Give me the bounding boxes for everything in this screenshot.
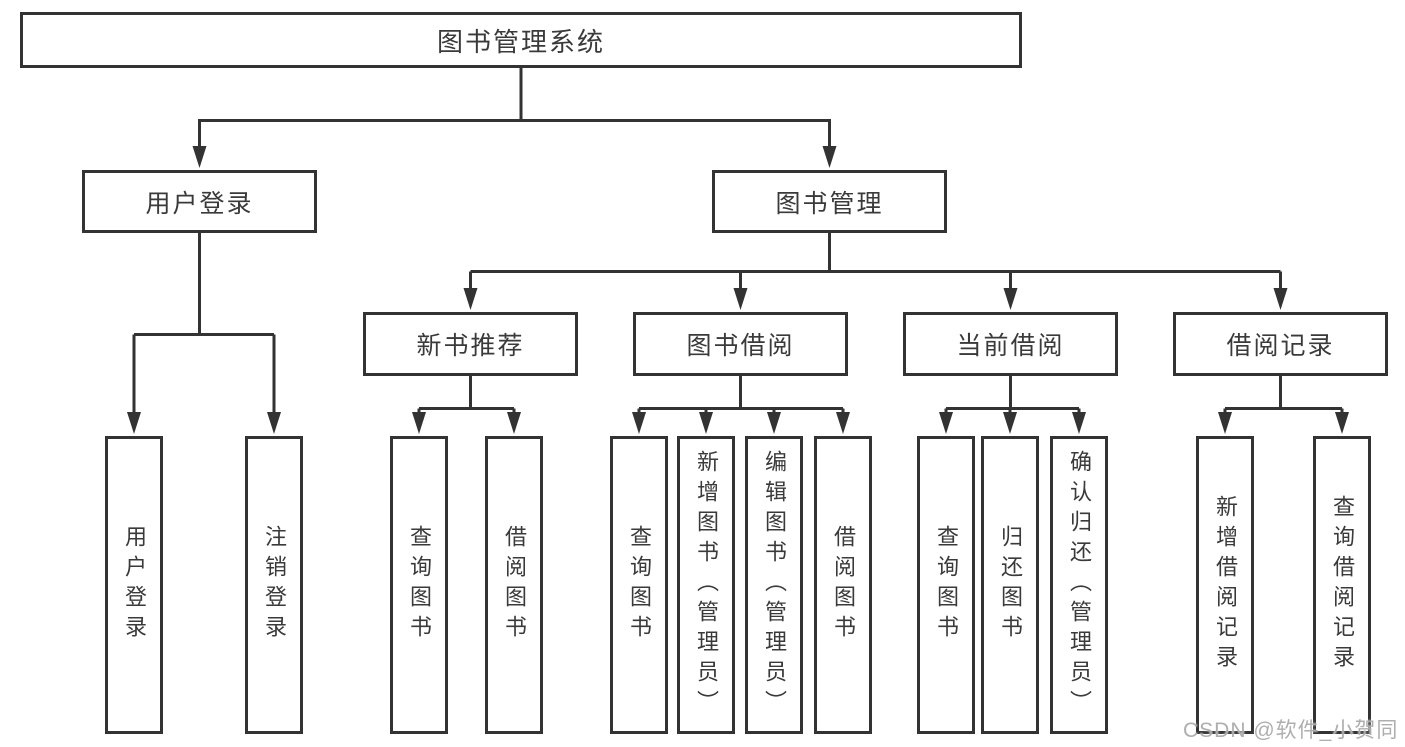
connector-recommend-to-leaves: [412, 374, 521, 434]
arrowhead: [1335, 412, 1349, 434]
arrowhead: [192, 146, 207, 168]
node-book-management: 图书管理: [712, 170, 947, 233]
connector-current-to-leaves: [939, 374, 1086, 434]
node-new-book-recommend-label: 新书推荐: [416, 332, 525, 360]
arrowhead: [699, 412, 713, 434]
arrowhead: [733, 288, 748, 310]
arrowhead: [1072, 412, 1086, 434]
leaf-records-query-record: 查询借阅记录: [1313, 436, 1371, 734]
leaf-recommend-borrow-books: 借阅图书: [485, 436, 543, 734]
node-current-borrow: 当前借阅: [903, 312, 1118, 376]
leaf-recommend-query-books: 查询图书: [390, 436, 448, 734]
leaf-current-query-books: 查询图书: [917, 436, 975, 734]
node-book-management-label: 图书管理: [775, 189, 884, 218]
leaf-user-login: 用户登录: [105, 436, 163, 734]
connector-management-to-level3: [463, 231, 1288, 310]
arrowhead: [412, 412, 426, 434]
arrowhead: [127, 412, 141, 434]
leaf-borrow-borrow-books: 借阅图书: [814, 436, 872, 734]
arrowhead: [1273, 288, 1288, 310]
arrowhead: [1003, 288, 1018, 310]
arrowhead: [267, 412, 281, 434]
node-user-login-label: 用户登录: [145, 189, 254, 218]
leaf-current-return-books: 归还图书: [981, 436, 1039, 734]
node-current-borrow-label: 当前借阅: [956, 332, 1065, 360]
leaf-borrow-query-books: 查询图书: [610, 436, 668, 734]
leaf-records-add-record: 新增借阅记录: [1196, 436, 1254, 734]
leaf-current-confirm-return-admin: 确认归还（管理员）: [1050, 436, 1108, 734]
arrowhead: [767, 412, 781, 434]
arrowhead: [822, 146, 837, 168]
connector-login-to-leaves: [127, 231, 281, 434]
leaf-logout: 注销登录: [245, 436, 303, 734]
arrowhead: [939, 412, 953, 434]
node-borrow-records: 借阅记录: [1173, 312, 1388, 376]
connector-borrow-to-leaves: [632, 374, 850, 434]
arrowhead: [463, 288, 478, 310]
connector-records-to-leaves: [1218, 374, 1349, 434]
leaf-borrow-edit-books-admin: 编辑图书（管理员）: [745, 436, 803, 734]
arrowhead: [1218, 412, 1232, 434]
arrowhead: [836, 412, 850, 434]
arrowhead: [632, 412, 646, 434]
csdn-watermark: CSDN @软件_小贺同学: [1183, 719, 1399, 742]
arrowhead: [507, 412, 521, 434]
arrowhead: [1003, 412, 1017, 434]
leaf-borrow-add-books-admin: 新增图书（管理员）: [677, 436, 735, 734]
node-borrow-records-label: 借阅记录: [1226, 332, 1335, 360]
node-book-borrow-label: 图书借阅: [686, 332, 795, 360]
connector-root-to-level2: [192, 66, 837, 168]
node-root-label: 图书管理系统: [436, 26, 605, 57]
node-root: 图书管理系统: [20, 12, 1022, 68]
node-new-book-recommend: 新书推荐: [363, 312, 578, 376]
node-user-login: 用户登录: [82, 170, 317, 233]
node-book-borrow: 图书借阅: [633, 312, 848, 376]
